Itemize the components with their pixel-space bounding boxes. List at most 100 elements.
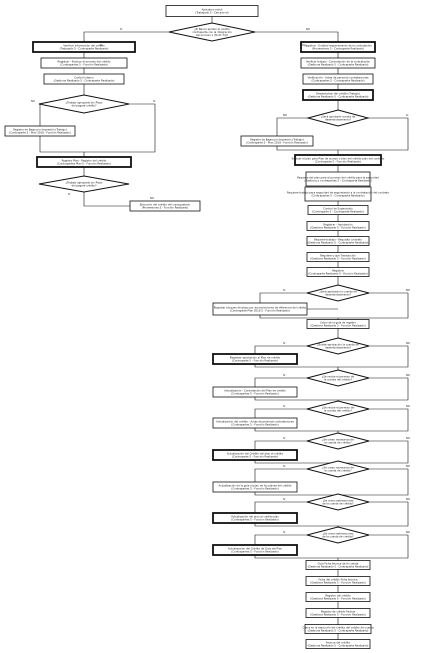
node-label: (Contrapartes 5 - Función Realizada) xyxy=(60,62,107,66)
branch-label: Sí xyxy=(283,341,286,345)
node-label: (Gestiona Realizado 5 - Función Realizad… xyxy=(310,612,365,616)
node-label: desembolsamiento? xyxy=(325,345,352,349)
process-box: Actualización del Crédito de Guía del Pl… xyxy=(212,544,298,556)
node-label: Verificar información del crédito xyxy=(63,43,105,47)
process-box: Requiere y que Transacción(Gestiona Real… xyxy=(306,252,370,262)
node-label: (Contraparte 5 - Plan 2018 - Función Rea… xyxy=(9,130,71,134)
branch-label: NO xyxy=(150,196,154,200)
node-label: Verificación - Actas de personal contrat… xyxy=(308,75,370,79)
box-shape xyxy=(32,41,136,53)
node-label: ¿Trabajo apropiado sin Plazo xyxy=(66,100,103,104)
node-label: Control interno xyxy=(74,75,94,79)
box-shape xyxy=(305,576,371,586)
connector-line xyxy=(83,192,130,207)
node-label: Registro Plan - Registro del crédito xyxy=(62,158,107,162)
box-shape xyxy=(212,417,298,429)
node-label: ¿Se crean estimaciones xyxy=(323,498,354,502)
node-label: (Contrapartes 5 - Función Realizado) xyxy=(231,422,278,426)
box-shape xyxy=(304,186,372,202)
node-label: la cuenta de crédito? xyxy=(324,440,352,444)
node-label: Requiere y que Transacción xyxy=(320,253,356,257)
connector-line xyxy=(254,345,307,354)
node-label: Verificar trabajo - Contratación de la c… xyxy=(306,59,371,63)
node-label: Registrar - Aprobación xyxy=(324,222,353,226)
node-label: Actualización del crédito - Actas de per… xyxy=(216,419,294,423)
process-box: Registro del crédito(Gestiona Realizado … xyxy=(305,592,371,602)
connector-line xyxy=(254,397,338,401)
box-shape xyxy=(212,386,298,398)
node-label: la cuenta de crédito? xyxy=(324,468,352,472)
box-shape xyxy=(212,544,298,556)
branch-label: NO xyxy=(406,436,410,440)
connector-line xyxy=(39,136,85,157)
branch-label: Sí xyxy=(283,497,286,501)
box-shape xyxy=(300,41,376,53)
node-label: ¿Existe aprobación la cuenta de xyxy=(317,342,359,346)
branch-label: NO xyxy=(406,530,410,534)
node-label: ¿Trabajo apropiado sin Plazo xyxy=(66,180,103,184)
node-label: Requiere del plan para el proceso del cr… xyxy=(297,175,379,179)
decision-shape xyxy=(306,284,370,302)
node-label: Requiere trabajo para seguridad de segui… xyxy=(287,190,390,194)
decision-shape xyxy=(306,526,370,544)
node-label: ¿Se crean estimaciones xyxy=(323,531,354,535)
node-label: Cobro de la guía de registro xyxy=(320,320,357,324)
box-shape xyxy=(40,57,128,69)
box-shape xyxy=(212,302,308,316)
node-label: Evaluar el plan para Plan de acceso o bi… xyxy=(292,156,385,160)
decision-shape xyxy=(306,369,370,387)
process-box: Actualización del plan al crédito plan(C… xyxy=(212,512,298,524)
process-box: Control de Supervisión(Contraparte 5 - C… xyxy=(307,205,369,215)
node-label: (Contrapartes 5 - Función Realizado) xyxy=(231,486,278,490)
connector-line xyxy=(39,103,41,126)
process-box: Guía Ficha técnica de la cuenta(Gestiona… xyxy=(305,560,371,570)
node-label: (Contraparte 5 - Plan 2018 - Función Rea… xyxy=(246,140,308,144)
branch-label: NO xyxy=(406,464,410,468)
process-box: Verificación - Actas de personal contrat… xyxy=(302,73,374,85)
box-shape xyxy=(294,154,382,166)
connector-line xyxy=(254,523,338,527)
process-box: Factura del crédito(Gestiona Realizado 5… xyxy=(305,639,371,649)
box-shape xyxy=(212,353,298,365)
process-box: Requiere trabajo - Requisito contrato(Ge… xyxy=(306,236,370,246)
box-shape xyxy=(305,592,371,602)
decision-shape xyxy=(38,175,130,193)
node-label: ¿Se crean necesarios de xyxy=(322,465,354,469)
box-shape xyxy=(165,5,259,17)
box-shape xyxy=(36,156,132,168)
connector-line xyxy=(337,501,409,527)
process-box: Registrar - Entidad requerimiento de la … xyxy=(300,41,376,53)
node-label: ¿Será aprobado cuenta de xyxy=(321,114,356,118)
branch-label: NO xyxy=(406,404,410,408)
node-label: Ejecución del crédito del consignatario xyxy=(140,202,191,206)
node-label: (Contrapartes Plan 5 - Función Realizado… xyxy=(57,161,111,165)
node-label: (Gestiona Realizado 5 - Función Realizad… xyxy=(310,596,365,600)
node-label: (Proveedores 5 - Contraparte Realizado) xyxy=(312,46,364,50)
node-label: (Contraparte Realizado 5 - Función Reali… xyxy=(308,271,367,275)
branch-label: NO xyxy=(306,27,310,31)
node-label: Actualización - Contratación del Plan de… xyxy=(224,388,286,392)
box-shape xyxy=(212,449,298,461)
process-box: Cobro de la guía de registro(Gestiona Re… xyxy=(306,319,370,329)
node-label: (Contraparte 5 - Función Realizado) xyxy=(232,358,278,362)
decision-diamond: ¿Será aprobado la cuenta dedesembolsamie… xyxy=(306,284,370,302)
connector-line xyxy=(276,117,308,136)
connector-line xyxy=(337,534,409,561)
node-label: Desembolsar del crédito (Trabajo) xyxy=(316,91,360,95)
branch-label: NO xyxy=(406,341,410,345)
box-shape xyxy=(212,481,298,493)
branch-label: NO xyxy=(406,373,410,377)
node-label: Actualización de la guía al plan de los … xyxy=(219,483,292,487)
branch-label: Sí xyxy=(406,113,409,117)
connector-line xyxy=(254,492,338,496)
node-label: (Trabajado 5 - Cerrado el) xyxy=(195,10,228,14)
decision-shape xyxy=(168,22,256,42)
node-label: (Gestiona Realizado 5 - Contraparte Real… xyxy=(308,628,369,632)
